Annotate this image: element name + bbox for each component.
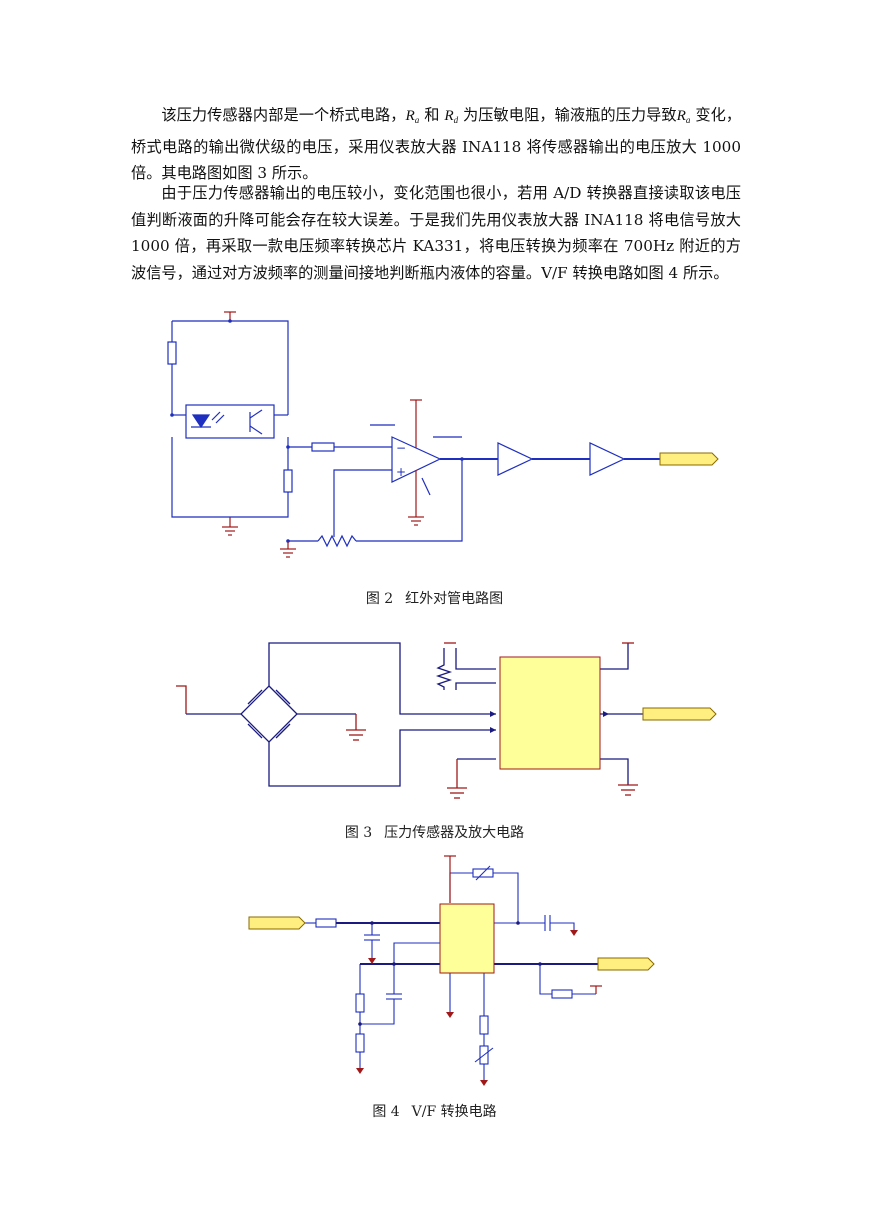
var-ra-2: Ra: [676, 107, 691, 125]
p1-text-c: 为压敏电阻，输液瓶的压力导致: [458, 106, 677, 124]
figure-3-pressure-circuit: [176, 642, 717, 799]
opamp-minus-label: −: [396, 441, 406, 455]
opamp-plus-label: +: [396, 465, 406, 479]
var-rd: Rd: [444, 107, 459, 125]
p1-text-b: 和: [419, 106, 445, 124]
figure-4-vf-circuit: [248, 855, 655, 1086]
paragraph-1: 该压力传感器内部是一个桥式电路，Ra 和 Rd 为压敏电阻，输液瓶的压力导致Ra…: [131, 102, 741, 187]
paragraph-2: 由于压力传感器输出的电压较小，变化范围也很小，若用 A/D 转换器直接读取该电压…: [131, 184, 741, 282]
p1-text-d: 变化，桥式电路的输出微伏级的电压，采用仪表放大器 INA118 将传感器输出的电…: [131, 106, 742, 182]
p1-text-a: 该压力传感器内部是一个桥式电路，: [161, 106, 406, 124]
var-ra: Ra: [405, 107, 420, 125]
figure-2-ir-circuit: − +: [167, 311, 719, 558]
